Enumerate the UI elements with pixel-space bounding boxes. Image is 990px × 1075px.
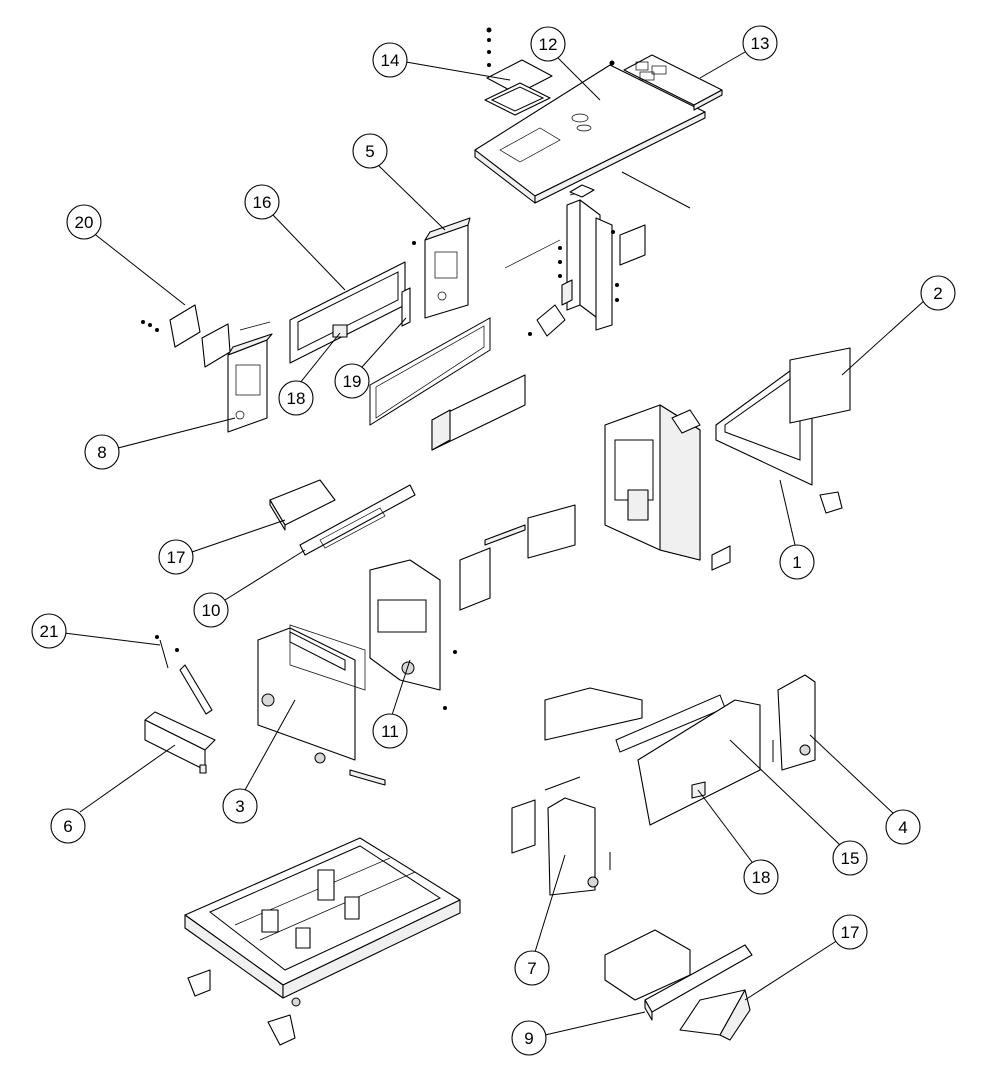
callout-7: 7 <box>514 854 566 986</box>
callout-label: 10 <box>202 601 221 620</box>
callout-11: 11 <box>372 659 411 749</box>
part-wedge-cover <box>269 479 336 531</box>
part-left-plate-gasket <box>141 304 271 368</box>
part-gasket-frame <box>369 317 491 426</box>
callout-12: 12 <box>530 26 601 101</box>
part-small-brackets <box>459 504 576 611</box>
callout-label: 18 <box>752 868 771 887</box>
callout-label: 20 <box>75 213 94 232</box>
part-left-front-panel <box>227 333 273 433</box>
callout-6: 6 <box>50 744 176 844</box>
callout-label: 15 <box>841 849 860 868</box>
callout-3: 3 <box>222 699 296 824</box>
callout-14: 14 <box>372 42 511 81</box>
callout-5: 5 <box>352 133 446 231</box>
callout-label: 17 <box>841 923 860 942</box>
part-upper-side-panel <box>412 217 471 319</box>
callout-18-right: 18 <box>697 789 779 895</box>
callout-label: 1 <box>792 553 801 572</box>
part-long-rail <box>299 484 416 556</box>
callout-21: 21 <box>31 613 161 649</box>
callout-label: 4 <box>898 818 907 837</box>
callout-1: 1 <box>779 479 815 580</box>
callout-label: 19 <box>343 372 362 391</box>
callout-9: 9 <box>511 1011 646 1056</box>
callout-label: 13 <box>751 34 770 53</box>
callout-label: 16 <box>253 193 272 212</box>
part-right-front-panel <box>511 776 611 896</box>
part-front-door <box>257 624 386 786</box>
callout-label: 14 <box>381 51 400 70</box>
callout-label: 17 <box>167 548 186 567</box>
part-base-frame <box>184 837 461 1046</box>
part-front-frame <box>369 559 457 710</box>
callout-label: 5 <box>365 142 374 161</box>
callout-8: 8 <box>84 417 236 470</box>
callout-4: 4 <box>809 734 921 845</box>
part-right-rail-box <box>604 929 753 1021</box>
callout-17-left: 17 <box>158 519 286 575</box>
callout-label: 7 <box>527 959 536 978</box>
callout-label: 18 <box>287 389 306 408</box>
callout-label: 12 <box>539 35 558 54</box>
callout-2: 2 <box>841 275 956 376</box>
part-right-side-panel <box>772 674 816 771</box>
callout-label: 8 <box>97 443 106 462</box>
callout-10: 10 <box>193 549 306 628</box>
callout-label: 3 <box>235 797 244 816</box>
callout-19: 19 <box>334 317 407 399</box>
callout-label: 9 <box>524 1029 533 1048</box>
part-right-rear-panel <box>544 687 761 826</box>
part-duct <box>431 374 526 451</box>
part-top-tray <box>623 54 723 111</box>
callout-label: 6 <box>63 817 72 836</box>
part-kick-panel <box>144 711 216 774</box>
callout-18-left: 18 <box>278 332 341 416</box>
part-top-panel <box>474 64 706 209</box>
callout-16: 16 <box>244 184 346 291</box>
part-upright-frame <box>504 199 646 337</box>
part-latch-assembly <box>155 635 213 715</box>
part-right-wedge-cover <box>679 989 751 1041</box>
callout-label: 2 <box>933 284 942 303</box>
callout-label: 21 <box>40 622 59 641</box>
callout-20: 20 <box>66 204 186 306</box>
callout-label: 11 <box>381 722 399 741</box>
part-left-strip <box>401 287 411 327</box>
part-main-module <box>604 347 851 571</box>
callout-13: 13 <box>699 25 778 79</box>
callout-17-right: 17 <box>744 914 868 1001</box>
callout-15: 15 <box>729 739 868 876</box>
part-cover-plate <box>484 27 615 116</box>
part-left-rear-panel <box>289 261 406 364</box>
